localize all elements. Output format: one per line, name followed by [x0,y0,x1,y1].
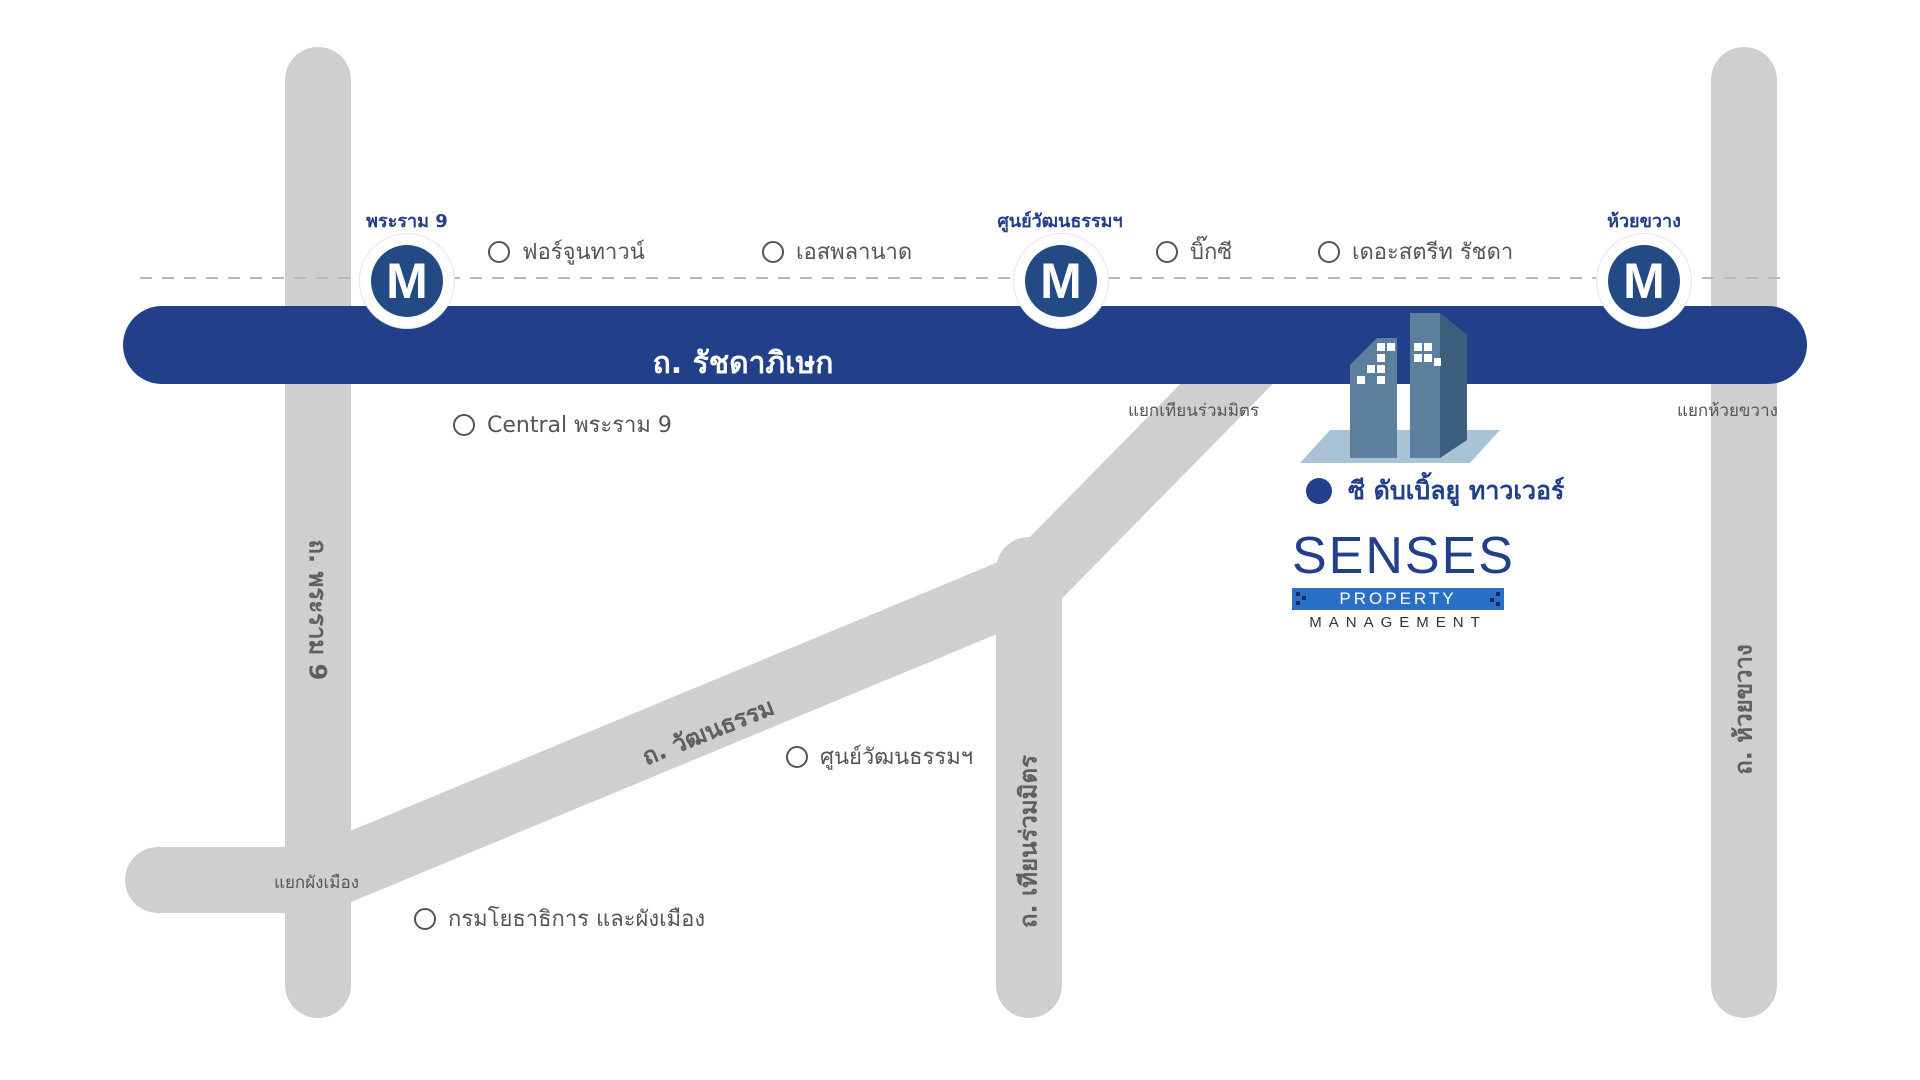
building-icon [1300,313,1500,463]
poi-public-works-department[interactable]: กรมโยธาธิการ และผังเมือง [414,901,705,936]
poi-big-c[interactable]: บิ๊กซี [1156,234,1232,269]
station-label-huaikhwang: ห้วยขวาง [1607,211,1681,232]
metro-m-icon: M [371,245,443,317]
metro-m-icon: M [1608,245,1680,317]
logo-title: SENSES [1292,527,1515,585]
poi-circle-icon [1318,240,1340,263]
station-marker-cultural-centre[interactable]: M [1014,234,1108,328]
road-label-thianruammit: ถ. เทียนร่วมมิตร [1014,755,1043,928]
destination-marker[interactable]: ซี ดับเบิ้ลยู ทาวเวอร์ [1306,471,1564,511]
metro-m-icon: M [1025,245,1097,317]
destination-dot-icon [1306,478,1332,504]
logo-subtitle: MANAGEMENT [1309,614,1487,631]
building-left-front [1350,338,1397,458]
station-label-cultural-centre: ศูนย์วัฒนธรรมฯ [997,211,1123,232]
station-label-rama9: พระราม 9 [366,211,448,232]
building-windows [1357,343,1441,384]
poi-circle-icon [786,745,808,768]
poi-central-rama9[interactable]: Central พระราม 9 [453,407,672,442]
junction-label-huaikhwang: แยกห้วยขวาง [1677,401,1778,421]
poi-label: เอสพลานาด [796,240,913,265]
poi-label: บิ๊กซี [1190,240,1233,265]
poi-esplanade[interactable]: เอสพลานาด [762,234,912,269]
road-watthana [125,552,1062,913]
road-thianruammit-diagonal [996,327,1283,618]
poi-circle-icon [453,413,475,436]
poi-label: Central พระราม 9 [487,413,672,438]
poi-circle-icon [488,240,510,263]
poi-cultural-centre[interactable]: ศูนย์วัฒนธรรมฯ [786,739,973,774]
building-base [1300,430,1500,463]
poi-circle-icon [1156,240,1178,263]
poi-label: ศูนย์วัฒนธรรมฯ [820,745,974,770]
logo-bar-text: PROPERTY [1339,589,1457,608]
senses-logo: SENSES PROPERTY MANAGEMENT [1292,527,1515,631]
road-label-huaikhwang: ถ. ห้วยขวาง [1729,644,1758,775]
junction-label-phangmueang: แยกผังเมือง [274,873,359,893]
station-marker-rama9[interactable]: M [360,234,454,328]
building-right-front [1410,313,1440,458]
station-marker-huaikhwang[interactable]: M [1597,234,1691,328]
poi-the-street-ratchada[interactable]: เดอะสตรีท รัชดา [1318,234,1513,269]
poi-circle-icon [414,907,436,930]
destination-label: ซี ดับเบิ้ลยู ทาวเวอร์ [1348,476,1565,505]
building-right-side [1440,313,1467,458]
junction-label-thianruammit: แยกเทียนร่วมมิตร [1128,401,1260,421]
poi-label: กรมโยธาธิการ และผังเมือง [448,907,706,932]
poi-label: เดอะสตรีท รัชดา [1352,240,1514,265]
main-road-label: ถ. รัชดาภิเษก [652,346,834,381]
road-label-rama9: ถ. พระราม 9 [303,539,332,681]
logo-bar: PROPERTY [1292,588,1504,610]
poi-circle-icon [762,240,784,263]
poi-fortune-town[interactable]: ฟอร์จูนทาวน์ [488,234,645,269]
poi-label: ฟอร์จูนทาวน์ [522,240,645,265]
